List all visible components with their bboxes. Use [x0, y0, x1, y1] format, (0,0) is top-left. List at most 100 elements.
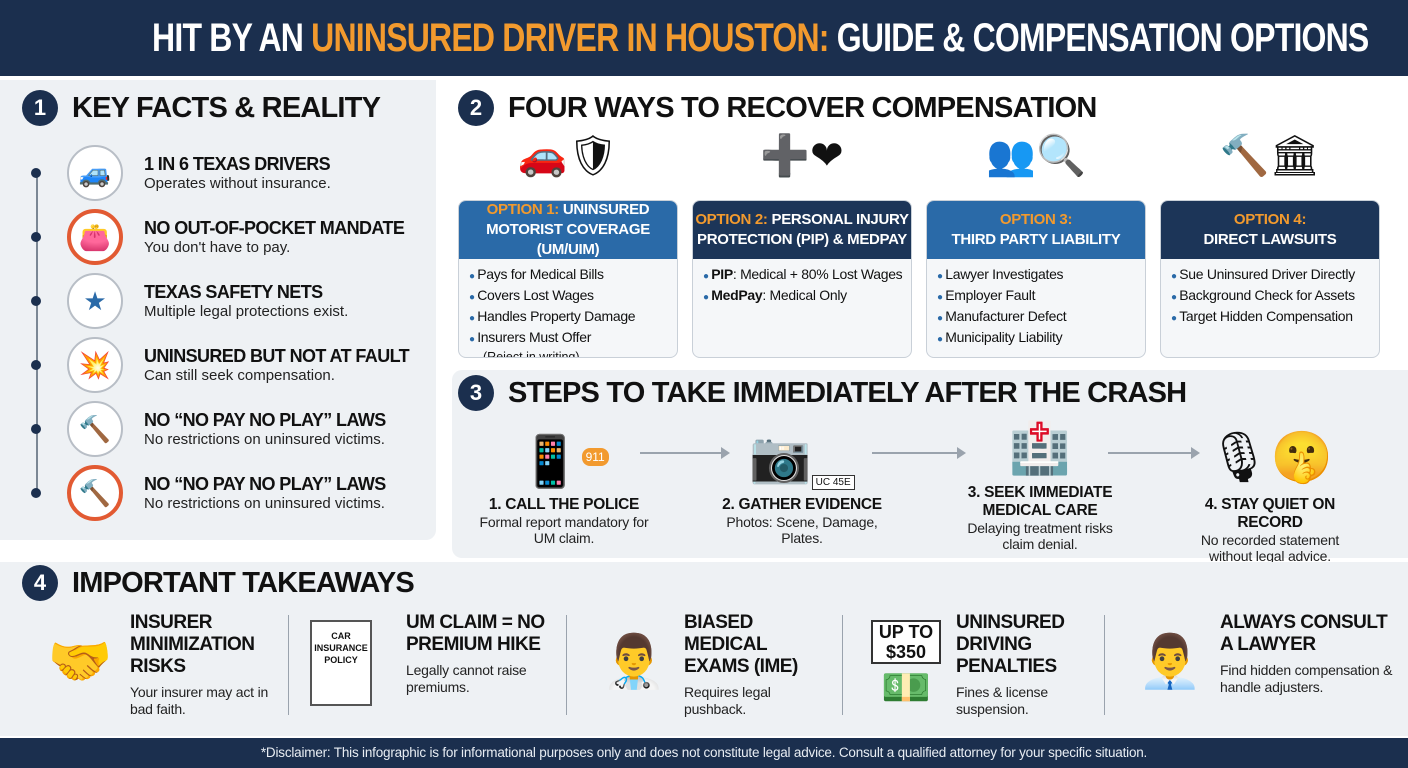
badge-911: 911: [581, 448, 609, 466]
medical-heart-icon: ➕❤: [760, 134, 844, 178]
timeline-dot: [31, 424, 41, 434]
step-text: Delaying treatment risks claim denial.: [967, 520, 1113, 552]
gavel-icon: 🔨: [67, 401, 123, 457]
car-shield-icon: 🚗🛡: [517, 134, 619, 178]
option-title-2: DIRECT LAWSUITS: [1203, 231, 1337, 248]
car-shield-icon: 🚙: [67, 145, 123, 201]
divider: [842, 615, 843, 715]
takeaway-text: Fines & license suspension.: [956, 684, 1048, 717]
arrow-icon: [640, 447, 730, 459]
timeline-dot: [31, 360, 41, 370]
step-title: 1. CALL THE POLICE: [488, 496, 640, 513]
title-highlight: UNINSURED DRIVER IN HOUSTON:: [311, 16, 829, 60]
steps-panel: [452, 370, 1408, 558]
section-title: STEPS TO TAKE IMMEDIATELY AFTER THE CRAS…: [508, 376, 1187, 409]
plate-badge: UC 45E: [811, 475, 855, 490]
title-part2: GUIDE & COMPENSATION OPTIONS: [828, 16, 1370, 60]
step-title: 2. GATHER EVIDENCE: [722, 496, 882, 513]
timeline-dot: [31, 296, 41, 306]
option-title: PERSONAL INJURY: [767, 211, 909, 228]
cash-fine-icon: UP TO $350💵: [856, 612, 956, 722]
section-number: 1: [22, 90, 58, 126]
fact-title: TEXAS SAFETY NETS: [144, 282, 323, 302]
fact-title: NO OUT-OF-POCKET MANDATE: [144, 218, 405, 238]
bullet-term: MedPay: [711, 287, 763, 303]
section1-heading: 1 KEY FACTS & REALITY: [22, 90, 381, 126]
option-title: UNINSURED: [558, 201, 650, 218]
option-bullet: Sue Uninsured Driver Directly: [1171, 265, 1369, 286]
takeaway-title: BIASED MEDICAL EXAMS (IME): [684, 612, 798, 677]
option-card: OPTION 3:THIRD PARTY LIABILITY Lawyer In…: [926, 200, 1146, 358]
option-bullet: Handles Property Damage: [469, 307, 667, 328]
divider: [1104, 615, 1105, 715]
section-number: 4: [22, 565, 58, 601]
policy-doc: CAR INSURANCE POLICY: [310, 620, 372, 706]
fact-text: Can still seek compensation.: [144, 367, 335, 384]
section-title: FOUR WAYS TO RECOVER COMPENSATION: [508, 91, 1097, 124]
fact-text: No restrictions on uninsured victims.: [144, 431, 385, 448]
section3-heading: 3 STEPS TO TAKE IMMEDIATELY AFTER THE CRA…: [458, 375, 1187, 411]
section-title: KEY FACTS & REALITY: [72, 91, 381, 124]
fact-title: UNINSURED BUT NOT AT FAULT: [144, 346, 410, 366]
step-title: 4. STAY QUIET ON RECORD: [1204, 496, 1336, 531]
car-crash-icon: 💥: [67, 337, 123, 393]
divider: [566, 615, 567, 715]
arrow-icon: [1108, 447, 1200, 459]
option-bullet: Pays for Medical Bills: [469, 265, 667, 286]
takeaway-title: ALWAYS CONSULT A LAWYER: [1220, 612, 1388, 655]
section-number: 2: [458, 90, 494, 126]
option-bullet: Lawyer Investigates: [937, 265, 1135, 286]
texas-map-icon: ★: [67, 273, 123, 329]
step-text: Formal report mandatory for UM claim.: [479, 514, 649, 546]
timeline-dot: [31, 488, 41, 498]
section-number: 3: [458, 375, 494, 411]
gavel-courthouse-icon: 🔨🏛: [1219, 134, 1321, 178]
timeline-dot: [31, 168, 41, 178]
no-wallet-icon: 👛: [67, 209, 123, 265]
option-bullet: PIP: Medical + 80% Lost Wages: [703, 265, 902, 286]
option-bullet: Target Hidden Compensation: [1171, 307, 1369, 328]
option-bullet: Covers Lost Wages: [469, 286, 667, 307]
option-bullet: Municipality Liability: [937, 328, 1135, 349]
doctor-question-icon: 👨‍⚕️: [601, 633, 667, 691]
takeaway-text: Find hidden compensation & handle adjust…: [1220, 662, 1393, 695]
handshake-shield-icon: 🤝: [47, 633, 113, 691]
fine-badge: UP TO $350: [871, 620, 941, 664]
option-label: OPTION 1:: [486, 201, 560, 218]
option-bullet: Background Check for Assets: [1171, 286, 1369, 307]
option-label: OPTION 2:: [695, 211, 768, 228]
bullet-text: : Medical Only: [762, 287, 847, 303]
fact-text: You don't have to pay.: [144, 239, 291, 256]
divider: [288, 615, 289, 715]
fact-title: 1 IN 6 TEXAS DRIVERS: [144, 154, 331, 174]
takeaway-text: Requires legal pushback.: [684, 684, 771, 717]
takeaway-item: 👨‍⚕️ BIASED MEDICAL EXAMS (IME) Requires l…: [584, 612, 840, 722]
fact-text: Operates without insurance.: [144, 175, 331, 192]
option-title-2: MOTORIST COVERAGE (UM/UIM): [486, 221, 650, 258]
bullet-term: PIP: [711, 266, 733, 282]
takeaways-panel: [0, 562, 1408, 736]
option-header: OPTION 4:DIRECT LAWSUITS: [1161, 201, 1379, 259]
option-card: OPTION 4:DIRECT LAWSUITS Sue Uninsured D…: [1160, 200, 1380, 358]
step-text: No recorded statement without legal advi…: [1200, 532, 1340, 564]
arrow-icon: [872, 447, 966, 459]
fact-text: Multiple legal protections exist.: [144, 303, 349, 320]
title-part1: HIT BY AN: [152, 16, 312, 60]
takeaway-text: Legally cannot raise premiums.: [406, 662, 527, 695]
no-gavel-icon: 🔨: [67, 465, 123, 521]
option-card: OPTION 1: UNINSURED MOTORIST COVERAGE (UM…: [458, 200, 678, 358]
option-bullet: MedPay: Medical Only: [703, 286, 901, 307]
option-note: (Reject in writing): [483, 350, 580, 358]
takeaway-title: INSURER MINIMIZATION RISKS: [130, 612, 255, 677]
page-title: HIT BY AN UNINSURED DRIVER IN HOUSTON: G…: [0, 0, 1408, 76]
takeaway-text: Your insurer may act in bad faith.: [130, 684, 269, 717]
timeline-dot: [31, 232, 41, 242]
